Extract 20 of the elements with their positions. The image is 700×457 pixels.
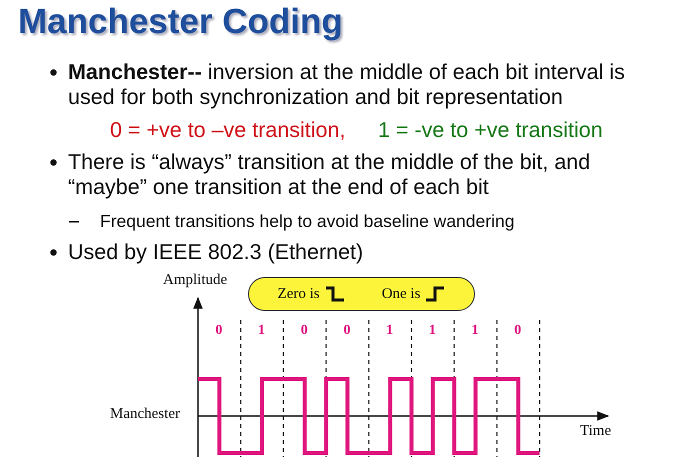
bit-value: 0 bbox=[300, 323, 308, 339]
bullet-text: Manchester-- inversion at the middle of each bit interval is used for both synchronization and bit representation bbox=[68, 60, 626, 110]
bit-value: 1 bbox=[428, 323, 436, 339]
axis-label: Time bbox=[580, 423, 612, 440]
bullet-text: There is “always” transition at the middle of the bit, and “maybe” one transition at the end of each bit bbox=[68, 150, 592, 200]
bit-value: 1 bbox=[472, 323, 479, 339]
bit-value: 0 bbox=[514, 323, 522, 339]
signal-label: Manchester bbox=[110, 406, 180, 423]
bit-value: 1 bbox=[258, 323, 266, 339]
bit-value: 0 bbox=[343, 323, 350, 339]
axis-label: Amplitude bbox=[163, 272, 228, 289]
legend-text: One is bbox=[382, 286, 420, 302]
bit-value: 0 bbox=[215, 323, 222, 339]
rule-text: 0 = +ve to –ve transition, bbox=[110, 118, 346, 143]
legend-text: Zero is bbox=[278, 286, 320, 302]
sub-bullet-text: Frequent transitions help to avoid baseline wandering bbox=[100, 211, 514, 232]
bullet-text: Used by IEEE 802.3 (Ethernet) bbox=[68, 240, 364, 265]
bit-value: 1 bbox=[386, 323, 394, 339]
slide-title: Manchester Coding bbox=[18, 2, 343, 42]
rule-text: 1 = -ve to +ve transition bbox=[378, 118, 603, 143]
